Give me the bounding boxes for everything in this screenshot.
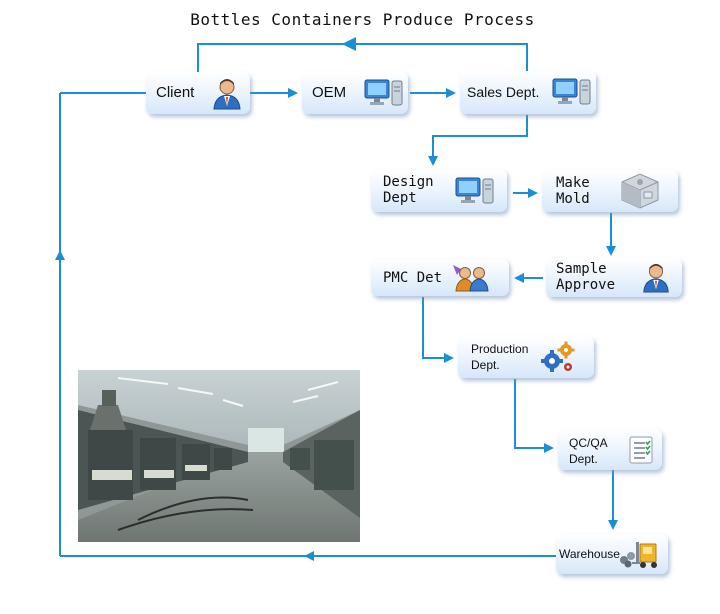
node-production-dept: Production Dept. [458, 336, 594, 378]
person-icon [213, 79, 241, 110]
node-sales: Sales Dept. [460, 71, 596, 114]
node-warehouse: Warehouse [556, 534, 668, 574]
person-icon [643, 263, 669, 293]
node-oem-label: OEM [312, 84, 347, 101]
node-make-mold: Make Mold [542, 170, 678, 212]
arrow-production-to-qcqa [514, 379, 554, 453]
computer-icon [364, 79, 403, 106]
arrow-sales-to-design [428, 115, 528, 166]
node-client-label: Client [156, 84, 195, 101]
node-client: Client [146, 72, 250, 114]
node-pmc-det: PMC Det [371, 259, 509, 296]
node-pmc-label: PMC Det [383, 270, 443, 286]
gears-icon [541, 341, 575, 372]
node-design-label: Design Dept [383, 174, 434, 206]
factory-photo [78, 370, 360, 542]
node-warehouse-label: Warehouse [559, 547, 620, 561]
node-sales-label: Sales Dept. [467, 84, 540, 100]
node-sample-approve: Sample Approve [546, 258, 682, 297]
node-qcqa-label: QC/QA Dept. [569, 436, 608, 466]
people-icon [453, 265, 489, 292]
node-production-label: Production Dept. [471, 342, 529, 372]
forklift-icon [620, 542, 657, 568]
node-qcqa-dept: QC/QA Dept. [558, 429, 662, 470]
node-design-dept: Design Dept [371, 169, 507, 212]
node-sample-label: Sample Approve [556, 261, 616, 293]
computer-icon [455, 177, 494, 204]
checklist-icon [629, 436, 653, 464]
node-mold-label: Make Mold [556, 175, 590, 207]
arrow-sales-to-client-top [197, 43, 528, 72]
computer-icon [552, 78, 591, 105]
diagram-title: Bottles Containers Produce Process [190, 10, 535, 29]
mold-icon [621, 173, 659, 209]
arrow-pmc-to-production [422, 297, 454, 363]
node-oem: OEM [302, 72, 408, 114]
